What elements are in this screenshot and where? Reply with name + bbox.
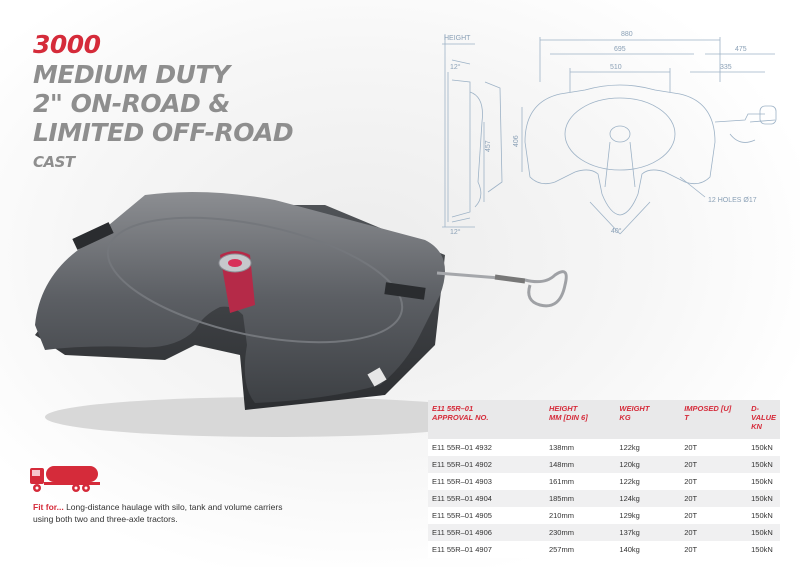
drawing-label-475: 475 (735, 46, 747, 53)
cell-height: 210mm (544, 507, 616, 524)
cell-height: 138mm (544, 439, 616, 456)
title-line-3: LIMITED OFF-ROAD (33, 118, 294, 147)
technical-drawing: HEIGHT 12° 12° 457 880 695 510 475 335 4… (442, 31, 777, 236)
cell-approval: E11 55R–01 4906 (428, 524, 545, 541)
drawing-label-695: 695 (614, 46, 626, 53)
drawing-label-335: 335 (720, 64, 732, 71)
table-row: E11 55R–01 4932 138mm 122kg 20T 150kN (428, 439, 780, 456)
cell-imposed: 20T (680, 456, 748, 473)
cell-d-value: 150kN (747, 456, 780, 473)
fifth-wheel-coupling-image (35, 191, 568, 437)
cell-approval: E11 55R–01 4932 (428, 439, 545, 456)
col-header-d-value: D-VALUE KN (747, 400, 780, 439)
cell-height: 148mm (544, 456, 616, 473)
drawing-label-40: 40° (611, 227, 622, 235)
table-row: E11 55R–01 4905 210mm 129kg 20T 150kN (428, 507, 780, 524)
cell-imposed: 20T (680, 490, 748, 507)
table-row: E11 55R–01 4903 161mm 122kg 20T 150kN (428, 473, 780, 490)
cell-approval: E11 55R–01 4904 (428, 490, 545, 507)
cell-imposed: 20T (680, 541, 748, 558)
cell-approval: E11 55R–01 4905 (428, 507, 545, 524)
cell-d-value: 150kN (747, 541, 780, 558)
cell-height: 185mm (544, 490, 616, 507)
cell-weight: 122kg (615, 439, 681, 456)
cell-imposed: 20T (680, 473, 748, 490)
table-row: E11 55R–01 4906 230mm 137kg 20T 150kN (428, 524, 780, 541)
table-row: E11 55R–01 4904 185mm 124kg 20T 150kN (428, 490, 780, 507)
tanker-truck-icon (30, 466, 100, 492)
title-line-1: MEDIUM DUTY (33, 60, 230, 89)
col-header-approval: E11 55R–01 APPROVAL NO. (428, 400, 545, 439)
drawing-label-510: 510 (610, 64, 622, 71)
cell-height: 230mm (544, 524, 616, 541)
drawing-label-holes: 12 HOLES Ø17 (708, 197, 757, 204)
cell-d-value: 150kN (747, 473, 780, 490)
cell-imposed: 20T (680, 507, 748, 524)
drawing-label-height: HEIGHT (444, 35, 471, 42)
drawing-label-406: 406 (513, 135, 520, 147)
cell-weight: 140kg (615, 541, 681, 558)
drawing-label-457: 457 (485, 140, 492, 152)
model-number: 3000 (33, 30, 101, 59)
fit-for-lead: Fit for... (33, 502, 64, 512)
cell-d-value: 150kN (747, 439, 780, 456)
cell-imposed: 20T (680, 439, 748, 456)
table-row: E11 55R–01 4907 257mm 140kg 20T 150kN (428, 541, 780, 558)
cell-weight: 129kg (615, 507, 681, 524)
drawing-label-880: 880 (621, 31, 633, 38)
title-line-2: 2" ON-ROAD & (33, 89, 230, 118)
col-header-imposed: IMPOSED [U] T (680, 400, 748, 439)
cell-imposed: 20T (680, 524, 748, 541)
fit-for-text: Long-distance haulage with silo, tank an… (33, 502, 283, 524)
cell-d-value: 150kN (747, 490, 780, 507)
cell-height: 161mm (544, 473, 616, 490)
col-header-height: HEIGHT MM [DIN 6] (544, 400, 616, 439)
drawing-label-angle-top: 12° (450, 63, 461, 71)
specifications-table: E11 55R–01 APPROVAL NO. HEIGHT MM [DIN 6… (428, 400, 780, 558)
material-label: CAST (33, 153, 75, 171)
cell-d-value: 150kN (747, 507, 780, 524)
cell-approval: E11 55R–01 4903 (428, 473, 545, 490)
fit-for-description: Fit for... Long-distance haulage with si… (33, 501, 283, 525)
cell-weight: 120kg (615, 456, 681, 473)
cell-height: 257mm (544, 541, 616, 558)
table-row: E11 55R–01 4902 148mm 120kg 20T 150kN (428, 456, 780, 473)
cell-weight: 122kg (615, 473, 681, 490)
cell-approval: E11 55R–01 4907 (428, 541, 545, 558)
cell-approval: E11 55R–01 4902 (428, 456, 545, 473)
cell-d-value: 150kN (747, 524, 780, 541)
cell-weight: 124kg (615, 490, 681, 507)
col-header-weight: WEIGHT KG (615, 400, 681, 439)
drawing-label-angle-bottom: 12° (450, 228, 461, 236)
table-header-row: E11 55R–01 APPROVAL NO. HEIGHT MM [DIN 6… (428, 400, 780, 439)
cell-weight: 137kg (615, 524, 681, 541)
